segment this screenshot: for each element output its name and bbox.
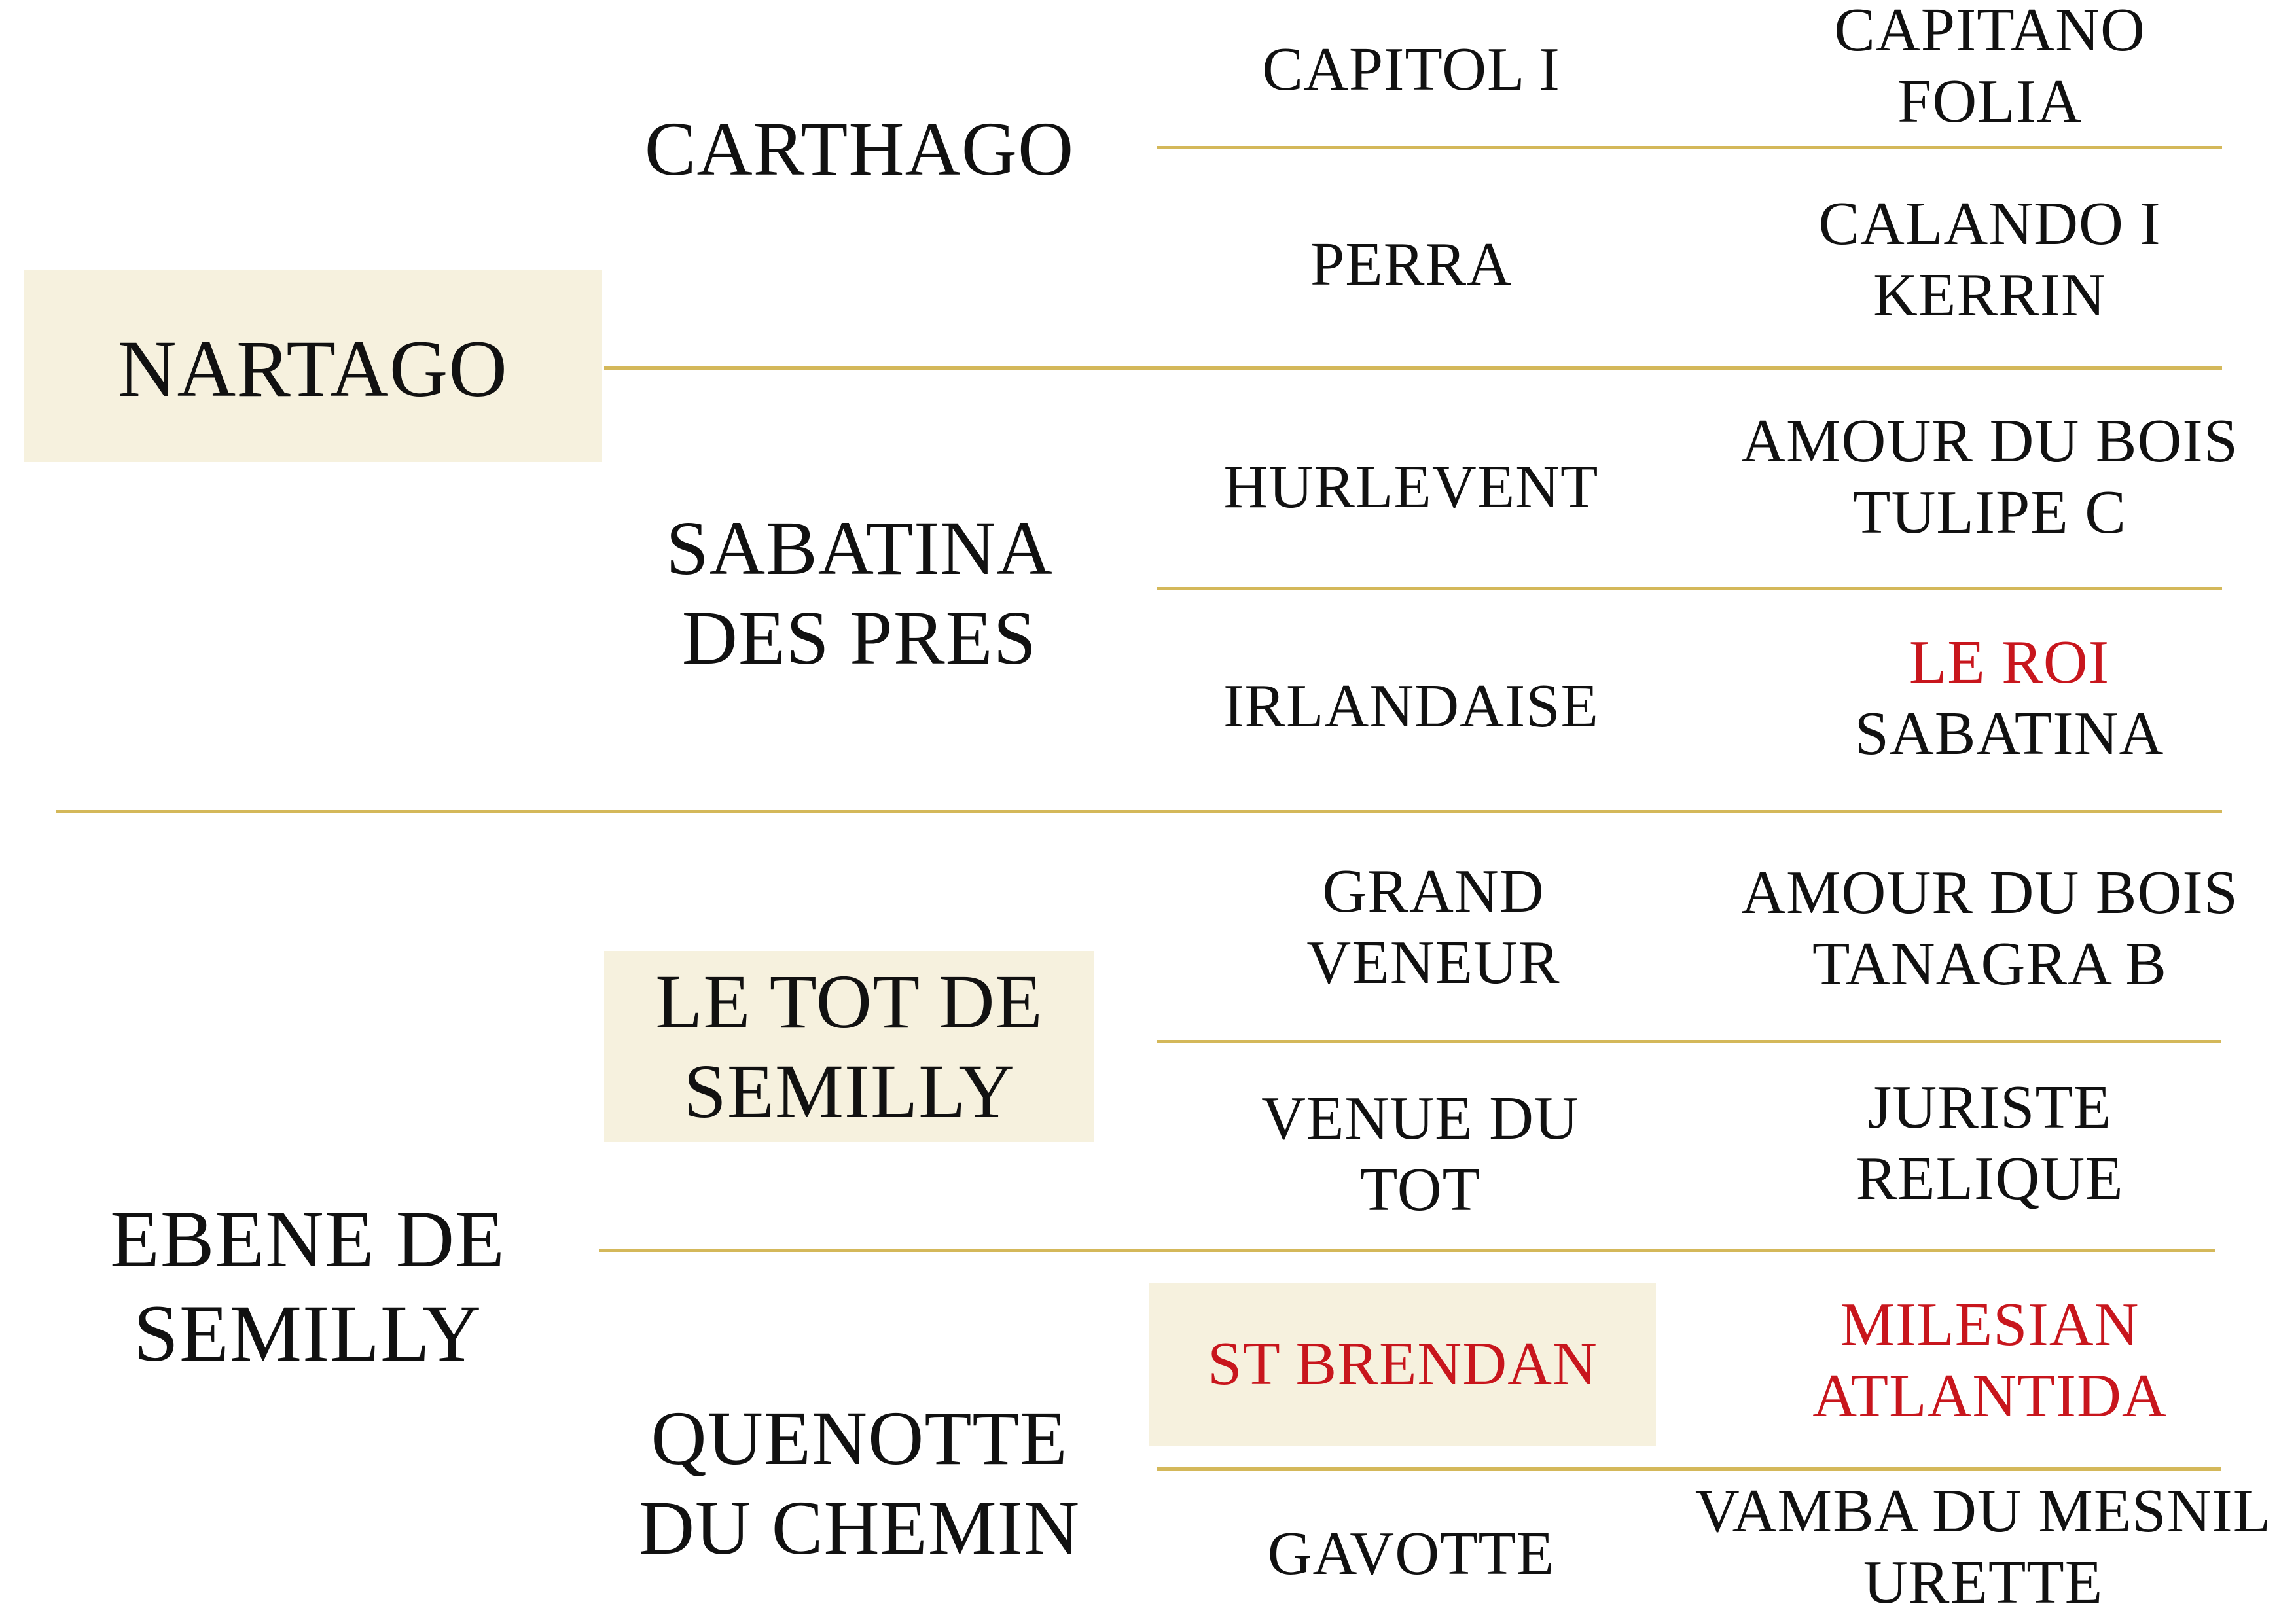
g3-grand-veneur-pair: AMOUR DU BOIS TANAGRA B: [1689, 857, 2291, 1000]
dam-name-line1: EBENE DE: [110, 1194, 505, 1284]
g3-capitano: CAPITANO: [1834, 0, 2145, 64]
g2-grand-veneur-line1: GRAND: [1322, 857, 1545, 925]
g3-st-brendan-pair: MILESIAN ATLANTIDA: [1689, 1289, 2291, 1432]
g3-amour-du-bois-1: AMOUR DU BOIS: [1741, 407, 2238, 475]
highlight-box-sire: [24, 270, 602, 462]
g2-capitol-text: CAPITOL I: [1262, 35, 1560, 103]
g3-atlantida: ATLANTIDA: [1812, 1362, 2167, 1431]
g3-sabatina: SABATINA: [1854, 700, 2164, 768]
g2-venue-du-tot: VENUE DU TOT: [1165, 1083, 1676, 1226]
g2-irlandaise-text: IRLANDAISE: [1223, 672, 1599, 740]
sire-name-text: NARTAGO: [118, 324, 508, 414]
g2-perra: PERRA: [1149, 229, 1673, 300]
dam-dam: QUENOTTE DU CHEMIN: [604, 1394, 1115, 1573]
g2-irlandaise: IRLANDAISE: [1149, 671, 1673, 742]
g2-hurlevent: HURLEVENT: [1149, 452, 1673, 523]
g2-st-brendan-text: ST BRENDAN: [1208, 1330, 1598, 1398]
g3-venue-pair: JURISTE RELIQUE: [1689, 1072, 2291, 1215]
g3-gavotte-pair: VAMBA DU MESNIL URETTE: [1676, 1476, 2291, 1618]
sire-sire-text: CARTHAGO: [644, 106, 1075, 192]
sire-sire: CARTHAGO: [604, 105, 1115, 194]
dam-dam-line1: QUENOTTE: [651, 1395, 1068, 1481]
divider-sire-line: [604, 366, 2222, 370]
g2-venue-du-tot-line2: TOT: [1359, 1156, 1481, 1224]
g3-relique: RELIQUE: [1856, 1145, 2124, 1213]
divider-dam-line: [599, 1249, 2215, 1252]
dam-sire-line2: SEMILLY: [683, 1048, 1015, 1134]
divider-g2-1: [1157, 146, 2222, 149]
g3-vamba-du-mesnil: VAMBA DU MESNIL: [1695, 1477, 2272, 1545]
g3-folia: FOLIA: [1897, 67, 2082, 136]
divider-g2-2: [1157, 587, 2222, 590]
g3-kerrin: KERRIN: [1873, 261, 2106, 330]
g2-st-brendan: ST BRENDAN: [1149, 1329, 1656, 1400]
g3-urette: URETTE: [1863, 1548, 2104, 1617]
g2-grand-veneur: GRAND VENEUR: [1178, 856, 1689, 999]
highlight-box-st-brendan: [1149, 1283, 1656, 1446]
g2-gavotte: GAVOTTE: [1149, 1518, 1673, 1590]
dam-sire-line1: LE TOT DE: [655, 959, 1043, 1044]
sire-dam-line1: SABATINA: [666, 505, 1053, 591]
g2-hurlevent-text: HURLEVENT: [1223, 453, 1599, 521]
dam-name-line2: SEMILLY: [134, 1288, 482, 1378]
g3-le-roi: LE ROI: [1909, 628, 2110, 696]
g3-hurlevent-pair: AMOUR DU BOIS TULIPE C: [1689, 406, 2291, 548]
divider-g2-4: [1157, 1467, 2221, 1471]
g3-milesian: MILESIAN: [1840, 1291, 2140, 1359]
g3-perra-pair: CALANDO I KERRIN: [1689, 188, 2291, 331]
g2-gavotte-text: GAVOTTE: [1267, 1520, 1555, 1588]
g3-tulipe-c: TULIPE C: [1853, 478, 2126, 547]
g3-irlandaise-pair: LE ROI SABATINA: [1715, 627, 2296, 770]
divider-g2-3: [1157, 1040, 2221, 1043]
g2-capitol: CAPITOL I: [1149, 34, 1673, 105]
dam-dam-line2: DU CHEMIN: [638, 1484, 1081, 1571]
sire-name: NARTAGO: [24, 322, 602, 416]
dam-name: EBENE DE SEMILLY: [39, 1192, 576, 1381]
divider-sire-dam: [56, 810, 2222, 813]
g2-grand-veneur-line2: VENEUR: [1306, 929, 1560, 997]
g2-venue-du-tot-line1: VENUE DU: [1261, 1084, 1579, 1152]
g2-perra-text: PERRA: [1310, 230, 1512, 298]
g3-amour-du-bois-2: AMOUR DU BOIS: [1741, 859, 2238, 927]
sire-dam: SABATINA DES PRES: [604, 504, 1115, 683]
g3-capitol-pair: CAPITANO FOLIA: [1689, 0, 2291, 137]
g3-calando: CALANDO I: [1818, 190, 2161, 258]
sire-dam-line2: DES PRES: [681, 594, 1037, 681]
g3-juriste: JURISTE: [1867, 1073, 2112, 1141]
g3-tanagra-b: TANAGRA B: [1812, 930, 2168, 999]
highlight-box-dam-sire: [604, 951, 1094, 1142]
dam-sire: LE TOT DE SEMILLY: [604, 957, 1094, 1137]
